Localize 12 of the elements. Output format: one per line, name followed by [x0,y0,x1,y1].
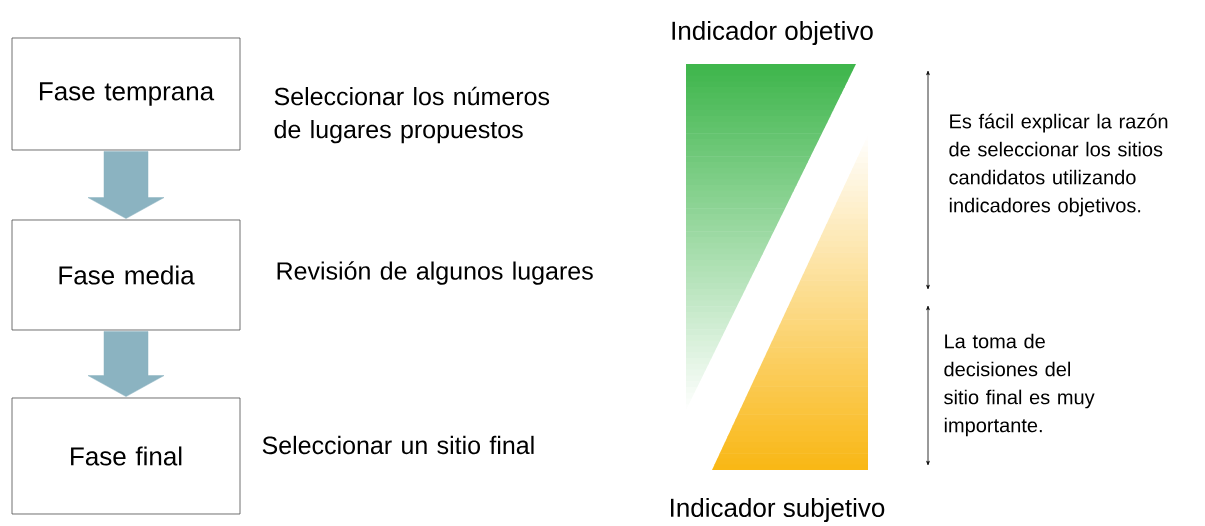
stage-description: Seleccionar los números de lugares propuestos [274,86,550,144]
note-text: La toma de decisiones del sitio final es muy importante. [944,333,1095,437]
note-text: Es fácil explicar la razón de seleccionar los sitios candidatos utilizando indicadores objetivos. [949,113,1168,217]
block-arrow [87,151,165,219]
stage-description: Seleccionar un sitio final [262,435,534,455]
stage-description: Revisión de algunos lugares [277,261,593,285]
stage-box: Fase media [11,219,241,331]
stage-box: Fase final [11,397,241,515]
node-label: Indicador objetivo [672,20,873,46]
stage-box: Fase temprana [11,37,241,151]
node-label: Indicador subjetivo [671,497,885,523]
block-arrow [87,331,165,397]
